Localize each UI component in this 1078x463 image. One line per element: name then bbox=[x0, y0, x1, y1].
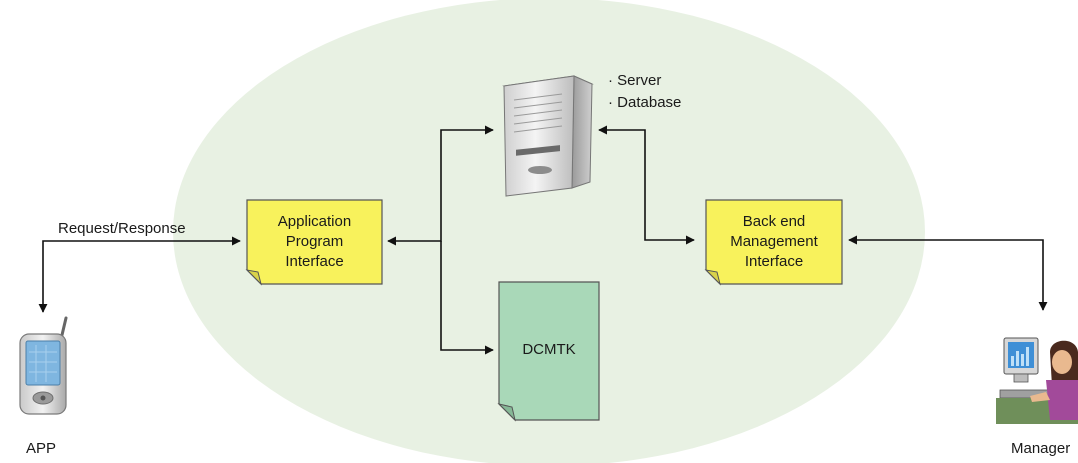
dcmtk-box bbox=[497, 281, 600, 422]
person-at-computer-icon bbox=[996, 337, 1078, 424]
backend-box-label: Back end Management Interface bbox=[706, 200, 842, 284]
dcmtk-label: DCMTK bbox=[522, 341, 576, 358]
backend-box-line-2: Management bbox=[730, 233, 818, 250]
request-response-label: Request/Response bbox=[58, 220, 186, 237]
system-boundary-ellipse bbox=[173, 0, 925, 463]
api-box-line-2: Program bbox=[285, 233, 344, 250]
api-box-label: Application Program Interface bbox=[247, 200, 382, 284]
app-to-api-arrow bbox=[38, 236, 241, 313]
api-to-server-arrow bbox=[387, 125, 494, 246]
mobile-phone-icon bbox=[19, 316, 68, 415]
server-tower-icon bbox=[502, 75, 594, 197]
server-label: · Server bbox=[608, 72, 661, 90]
backend-box-line-1: Back end bbox=[742, 213, 806, 230]
database-label: · Database bbox=[608, 94, 681, 112]
app-label: APP bbox=[26, 440, 57, 457]
manager-label: Manager bbox=[1011, 440, 1071, 457]
api-box-line-1: Application bbox=[277, 213, 352, 230]
api-box-line-3: Interface bbox=[285, 253, 344, 270]
backend-to-manager-arrow bbox=[848, 235, 1048, 311]
connectors bbox=[38, 125, 1048, 355]
backend-box-line-3: Interface bbox=[744, 253, 804, 270]
dcmtk-box-label: DCMTK bbox=[499, 330, 599, 370]
api-to-dcmtk-arrow bbox=[440, 241, 494, 355]
server-to-backend-arrow bbox=[598, 125, 695, 245]
server-label-line: · Server bbox=[608, 72, 662, 89]
backend-box bbox=[704, 199, 843, 286]
api-box bbox=[245, 199, 383, 286]
database-label-line: · Database bbox=[608, 94, 682, 111]
